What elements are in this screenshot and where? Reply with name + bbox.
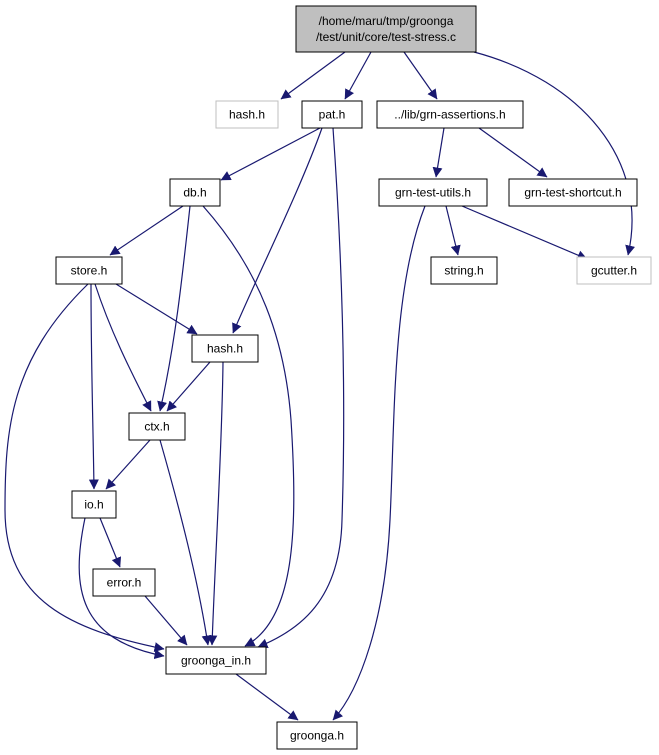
node-label-string: string.h (444, 264, 483, 278)
edge-store-to-ctx (94, 283, 152, 412)
edge-assertions-to-shortcut (478, 127, 548, 178)
edge-store-to-io (88, 283, 99, 490)
edge-store-to-groonga_in (4, 283, 165, 653)
edge-db-to-store (109, 205, 184, 256)
edge-db-to-ctx (157, 205, 191, 412)
node-box-error (92, 568, 156, 597)
node-ctx[interactable]: ctx.h (128, 412, 186, 441)
node-assertions[interactable]: ../lib/grn-assertions.h (376, 100, 524, 129)
edge-hash-to-groonga_in (207, 361, 224, 646)
node-root[interactable]: /home/maru/tmp/groonga/test/unit/core/te… (295, 5, 477, 53)
edges (4, 51, 636, 721)
node-box-io (71, 490, 117, 519)
edge-io-to-groonga_in (78, 517, 165, 660)
node-box-testutils (378, 178, 488, 207)
edge-error-to-groonga_in (144, 595, 188, 646)
edge-root-to-assertions (403, 51, 438, 100)
node-label-root: /test/unit/core/test-stress.c (316, 30, 456, 44)
node-io[interactable]: io.h (71, 490, 117, 519)
node-groonga[interactable]: groonga.h (276, 721, 358, 750)
node-shortcut[interactable]: grn-test-shortcut.h (508, 178, 638, 207)
node-box-groonga_in (165, 646, 267, 675)
node-box-db (169, 178, 221, 207)
edge-ctx-to-groonga_in (159, 439, 212, 646)
node-box-groonga (276, 721, 358, 750)
edge-io-to-error (99, 517, 122, 568)
edge-testutils-to-gcutter (461, 205, 588, 260)
node-hash[interactable]: hash.h (191, 334, 259, 363)
node-box-ctx (128, 412, 186, 441)
node-label-store: store.h (71, 264, 108, 278)
edge-groonga_in-to-groonga (235, 673, 299, 721)
node-label-root: /home/maru/tmp/groonga (319, 14, 454, 28)
node-label-shortcut: grn-test-shortcut.h (524, 186, 621, 200)
node-box-root (295, 5, 477, 53)
edge-testutils-to-string (445, 205, 461, 256)
node-box-store (55, 256, 123, 285)
node-box-string (430, 256, 498, 285)
edge-assertions-to-testutils (432, 127, 445, 178)
node-store[interactable]: store.h (55, 256, 123, 285)
nodes: /home/maru/tmp/groonga/test/unit/core/te… (55, 5, 652, 750)
node-box-hash (191, 334, 259, 363)
node-box-pat (301, 100, 363, 129)
node-db[interactable]: db.h (169, 178, 221, 207)
node-testutils[interactable]: grn-test-utils.h (378, 178, 488, 207)
node-label-groonga: groonga.h (290, 729, 344, 743)
edge-testutils-to-groonga (332, 205, 426, 721)
node-label-error: error.h (107, 576, 142, 590)
edge-store-to-hash (115, 283, 198, 335)
node-box-shortcut (508, 178, 638, 207)
edge-hash-to-ctx (166, 361, 211, 412)
node-box-assertions (376, 100, 524, 129)
node-hash_top: hash.h (215, 100, 279, 129)
node-label-groonga_in: groonga_in.h (181, 654, 251, 668)
node-error[interactable]: error.h (92, 568, 156, 597)
edge-pat-to-db (220, 127, 321, 181)
edge-ctx-to-io (105, 439, 151, 490)
edge-pat-to-hash (232, 127, 323, 334)
edge-db-to-groonga_in (202, 205, 295, 647)
edge-pat-to-groonga_in (257, 127, 345, 649)
node-label-ctx: ctx.h (144, 420, 169, 434)
node-label-pat: pat.h (319, 108, 346, 122)
node-box-gcutter (576, 256, 652, 285)
node-groonga_in[interactable]: groonga_in.h (165, 646, 267, 675)
node-pat[interactable]: pat.h (301, 100, 363, 129)
node-string[interactable]: string.h (430, 256, 498, 285)
node-label-gcutter: gcutter.h (591, 264, 637, 278)
edge-root-to-hash_top (280, 51, 346, 100)
node-label-assertions: ../lib/grn-assertions.h (394, 108, 505, 122)
edge-root-to-gcutter (473, 51, 636, 256)
node-label-hash: hash.h (207, 342, 243, 356)
node-label-db: db.h (183, 186, 206, 200)
node-label-hash_top: hash.h (229, 108, 265, 122)
node-gcutter: gcutter.h (576, 256, 652, 285)
node-label-io: io.h (84, 498, 103, 512)
edge-root-to-pat (344, 51, 372, 100)
node-box-hash_top (215, 100, 279, 129)
node-label-testutils: grn-test-utils.h (395, 186, 471, 200)
